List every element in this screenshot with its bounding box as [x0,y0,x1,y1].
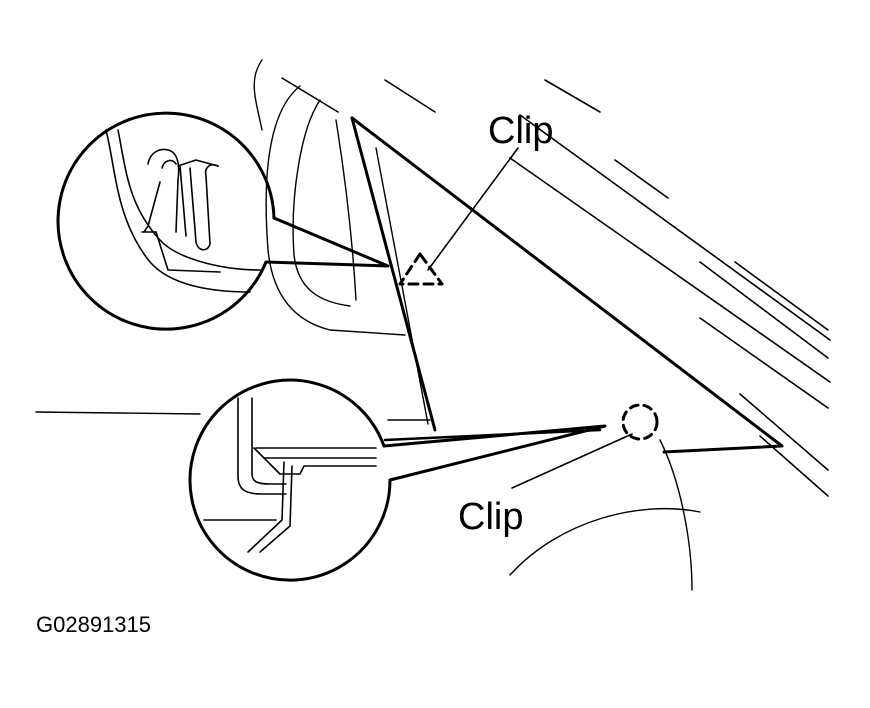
quarter-trim-panel [350,116,784,454]
figure-id: G02891315 [36,612,151,637]
glass-hatching [281,77,831,497]
clip-marker-triangle [398,252,444,286]
clip-label-top: Clip [488,110,554,152]
clip-top-leader [427,147,519,271]
upper-clip-detail [105,129,261,293]
clip-bottom-leader [511,433,633,489]
lower-detail-callout [188,378,607,582]
clip-marker-circle [621,403,659,441]
seat-outline [509,439,701,591]
lower-clip-detail [203,397,377,553]
clip-label-bottom: Clip [458,496,524,538]
door-frame [35,59,431,421]
upper-detail-callout [56,111,390,331]
